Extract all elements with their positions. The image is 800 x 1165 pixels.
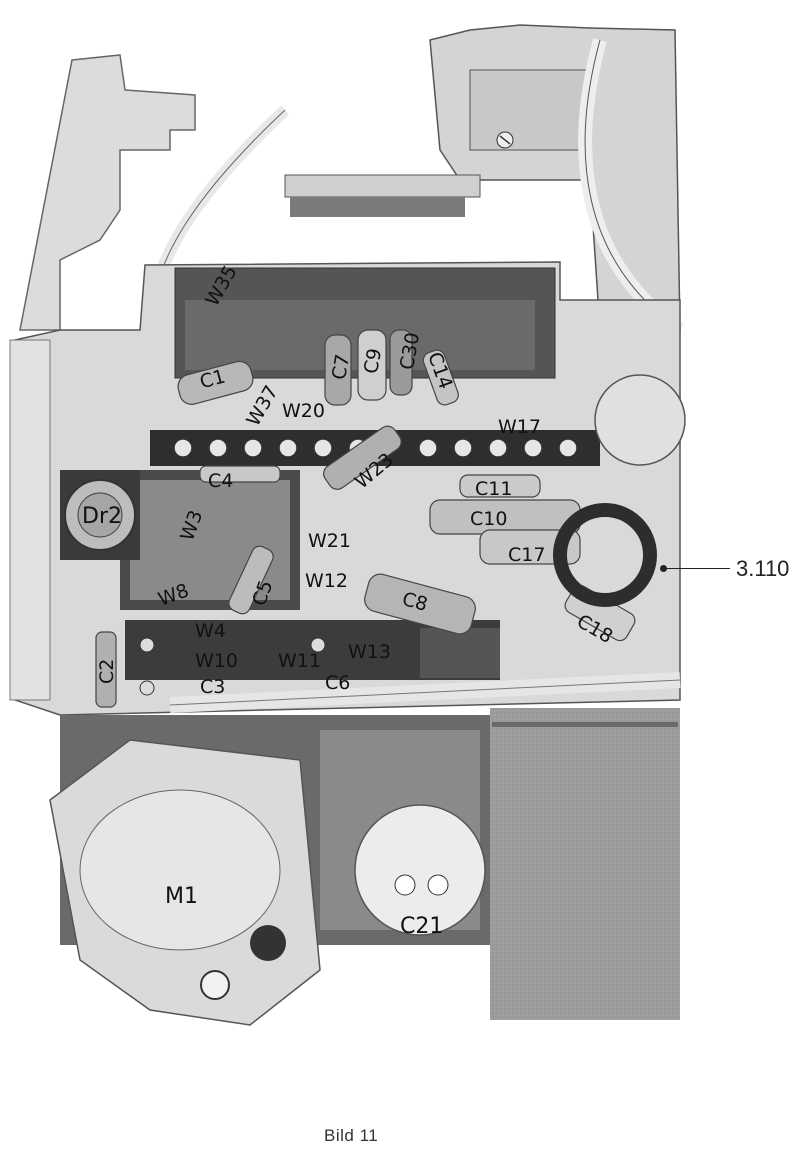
- label-W20: W20: [282, 400, 325, 422]
- chassis-illustration: [9, 24, 686, 1026]
- label-W10: W10: [195, 650, 238, 672]
- callout-leader-line: [664, 568, 730, 569]
- label-C10: C10: [470, 508, 508, 530]
- label-W11: W11: [278, 650, 321, 672]
- label-Dr2: Dr2: [82, 504, 122, 529]
- figure-caption: Bild 11: [324, 1126, 379, 1145]
- chassis-photograph: W35 C1 W37 W20 C7 C9 C30 C14 W17 W23 C4 …: [9, 24, 686, 1026]
- callout-marker-dot: [660, 565, 667, 572]
- label-C3: C3: [200, 676, 226, 698]
- label-W12: W12: [305, 570, 348, 592]
- label-C4: C4: [208, 470, 234, 492]
- label-C2: C2: [96, 658, 118, 684]
- label-C6: C6: [325, 672, 351, 694]
- label-C21: C21: [400, 914, 444, 939]
- label-W13: W13: [348, 641, 391, 663]
- callout-reference-number: 3.110: [736, 556, 790, 581]
- label-C11: C11: [475, 478, 513, 500]
- label-W4: W4: [195, 620, 226, 642]
- label-C7: C7: [328, 352, 355, 382]
- label-M1: M1: [165, 884, 198, 909]
- label-C17: C17: [508, 544, 546, 566]
- label-W21: W21: [308, 530, 351, 552]
- label-W17: W17: [498, 416, 541, 438]
- label-C9: C9: [360, 346, 387, 376]
